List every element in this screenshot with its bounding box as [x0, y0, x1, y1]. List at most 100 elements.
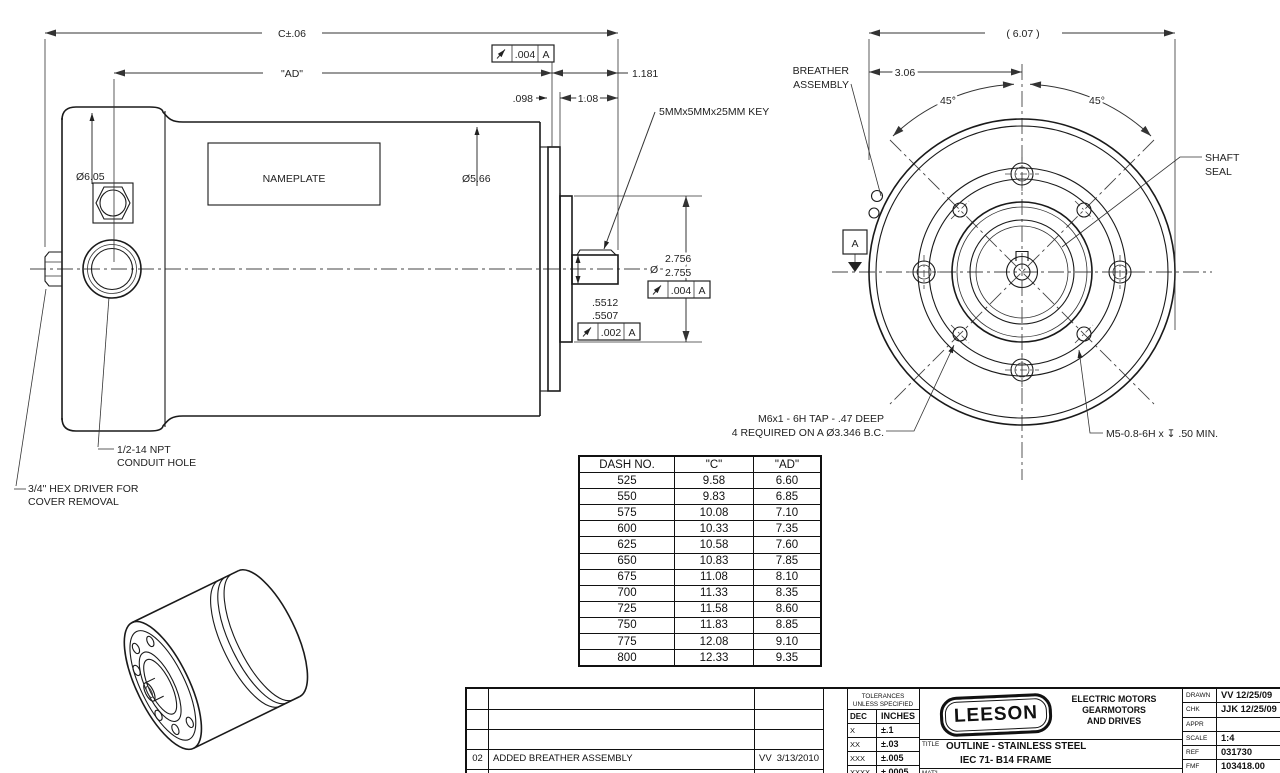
pilot-dia-upper: 2.756: [665, 253, 691, 265]
fcf-runout-shaft: .004 A: [647, 280, 711, 299]
dim-108-label: 1.08: [578, 93, 599, 105]
hex-driver-label-1: 3/4" HEX DRIVER FOR: [28, 483, 139, 495]
dim-1181: 1.181: [551, 62, 658, 147]
key-callout: 5MMx5MMx25MM KEY: [603, 106, 769, 250]
fcf-shaft-datum: A: [698, 285, 705, 297]
breather-callout: BREATHER ASSEMBLY: [793, 65, 882, 197]
diag-centerline-1: [889, 139, 1155, 405]
dim-1181-label: 1.181: [632, 68, 658, 80]
rev-number: 02: [467, 749, 489, 769]
tolerance-header: TOLERANCES UNLESS SPECIFIED: [847, 689, 919, 710]
dim-108: 1.08: [559, 91, 618, 193]
dia-symbol: Ø: [650, 264, 658, 276]
rev-description: ADDED BREATHER ASSEMBLY: [489, 749, 755, 769]
angle-dimensions: 45° 45°: [892, 81, 1152, 137]
breather-label-2: ASSEMBLY: [793, 79, 849, 91]
revision-row-empty: [467, 689, 824, 710]
shaft-dia-dimension: .5512 .5507 .002 A: [575, 255, 641, 341]
dim-c-label: C±.06: [278, 28, 306, 40]
shaft-dia-upper: .5512: [592, 297, 618, 309]
bolt-hole: [1005, 353, 1039, 387]
drawing-title-line-1: OUTLINE - STAINLESS STEEL: [946, 741, 1087, 752]
diag-centerline-2: [889, 139, 1155, 405]
shaft: [571, 254, 619, 285]
fcf-small-datum: A: [628, 327, 635, 339]
breather-label-1: BREATHER: [793, 65, 850, 77]
col-header: "AD": [753, 455, 822, 474]
leeson-logo: LEESON: [939, 692, 1053, 738]
runout-icon: [496, 49, 506, 59]
drawing-title-line-2: IEC 71- B14 FRAME: [960, 755, 1052, 766]
ad-dimension: "AD": [114, 68, 552, 80]
hex-plug: [92, 182, 134, 224]
dim-607: ( 6.07 ): [868, 28, 1176, 330]
tolerance-row: XX±.03: [847, 737, 919, 752]
shaft-dia-lower: .5507: [592, 310, 618, 322]
motor-bottom-outline: [61, 415, 540, 432]
info-row: APPR: [1183, 717, 1280, 732]
dim-607-label: ( 6.07 ): [1006, 28, 1039, 40]
logo-area: LEESON ELECTRIC MOTORS GEARMOTORS AND DR…: [920, 689, 1183, 740]
fcf-runout-small: .002 A: [577, 322, 641, 341]
title-label: TITLE: [922, 741, 940, 748]
fcf-runout-top: .004 A: [491, 44, 555, 63]
hex-driver-boss: [44, 251, 62, 287]
rev-description: ADDED ITEMS 725 TO 800: [489, 769, 755, 773]
iso-view: [123, 568, 309, 751]
side-view: NAMEPLATE C±.06 "AD" 1.181: [14, 28, 769, 508]
datum-a-label: A: [851, 238, 858, 250]
dim-ad-label: "AD": [281, 68, 303, 80]
iso-bolt-holes: [131, 635, 194, 736]
fcf-small-tolerance: .002: [601, 327, 622, 339]
key-label: 5MMx5MMx25MM KEY: [659, 106, 769, 118]
tolerance-row: XXXX±.0005: [847, 765, 919, 773]
m6-tapped-holes: [950, 200, 1094, 344]
tolerance-row: X±.1: [847, 723, 919, 738]
shaft-key: [576, 249, 617, 256]
fcf-top-datum: A: [542, 49, 549, 61]
tapped-hole: [950, 200, 970, 220]
iso-shaft-end: [143, 682, 156, 702]
runout-icon: [652, 285, 662, 295]
company-lines: ELECTRIC MOTORS GEARMOTORS AND DRIVES: [1071, 694, 1157, 726]
m6-label-2: 4 REQUIRED ON A Ø3.346 B.C.: [732, 427, 884, 439]
hex-driver-callout: 3/4" HEX DRIVER FOR COVER REMOVAL: [14, 288, 139, 508]
angle-45-right: 45°: [1089, 95, 1105, 107]
m5-callout: M5-0.8-6H x ↧ .50 MIN.: [1077, 349, 1218, 440]
datum-a-symbol: A: [842, 229, 868, 272]
matl-label: MAT'L: [922, 770, 940, 773]
revision-row: 01 ADDED ITEMS 725 TO 800 VV3/3/2010: [467, 769, 824, 773]
iso-rear-edge: [237, 568, 309, 698]
conduit-label-1: 1/2-14 NPT: [117, 444, 171, 456]
table-header-row: DASH NO. "C" "AD": [578, 455, 822, 474]
bolt-hole: [1005, 157, 1039, 191]
tapped-hole: [950, 324, 970, 344]
col-header: "C": [674, 455, 754, 474]
rev-by: VV: [759, 769, 772, 773]
col-header: DASH NO.: [578, 455, 675, 474]
c-dimension: C±.06: [44, 28, 619, 250]
bolt-hole: [1103, 255, 1137, 289]
fcf-top-tolerance: .004: [515, 49, 536, 61]
bolt-holes: [907, 157, 1137, 387]
conduit-label-2: CONDUIT HOLE: [117, 457, 196, 469]
keyway-notch: [1015, 250, 1029, 261]
dim-306-label: 3.06: [895, 67, 916, 79]
